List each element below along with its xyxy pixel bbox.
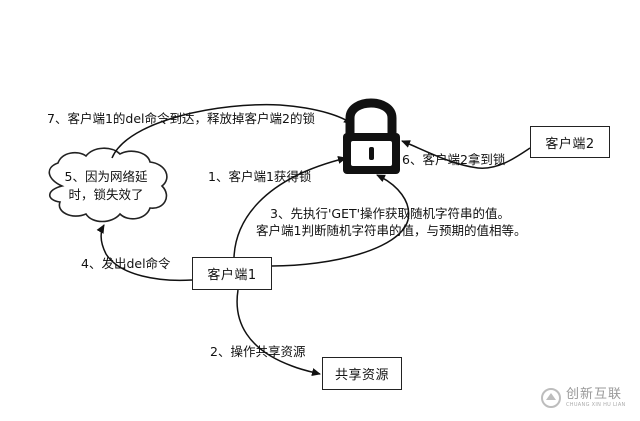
- watermark-logo-icon: [541, 388, 561, 408]
- client2-box: 客户端2: [530, 126, 610, 158]
- client2-label: 客户端2: [545, 136, 595, 152]
- step2-label: 2、操作共享资源: [210, 344, 306, 359]
- watermark-sub: CHUANG XIN HU LIAN: [566, 402, 626, 408]
- step1-label: 1、客户端1获得锁: [208, 169, 312, 184]
- step3-label-line1: 3、先执行'GET'操作获取随机字符串的值。: [270, 206, 511, 221]
- shared-resource-box: 共享资源: [322, 357, 402, 390]
- arrow-step6: [401, 140, 531, 169]
- padlock-icon: [343, 98, 400, 174]
- arrow-step3: [271, 174, 410, 267]
- client1-label: 客户端1: [207, 268, 257, 283]
- step3-label-line2: 客户端1判断随机字符串的值，与预期的值相等。: [256, 223, 527, 238]
- cloud-shape: [48, 147, 168, 223]
- step6-label: 6、客户端2拿到锁: [402, 152, 506, 167]
- arrow-step2: [236, 289, 321, 376]
- client1-box: 客户端1: [192, 257, 272, 290]
- arrow-step7: [111, 103, 353, 159]
- arrow-step4: [96, 224, 193, 282]
- watermark: 创新互联 CHUANG XIN HU LIAN: [540, 378, 640, 418]
- step4-label: 4、发出del命令: [81, 256, 171, 271]
- arrow-step1: [233, 156, 347, 266]
- cloud-label-line2: 时，锁失效了: [68, 187, 144, 202]
- cloud-label: 5、因为网络延 时，锁失效了: [51, 168, 161, 204]
- shared-resource-label: 共享资源: [334, 368, 389, 383]
- cloud-label-line1: 5、因为网络延: [64, 169, 148, 184]
- watermark-brand: 创新互联: [566, 387, 623, 402]
- step7-label: 7、客户端1的del命令到达，释放掉客户端2的锁: [47, 111, 315, 126]
